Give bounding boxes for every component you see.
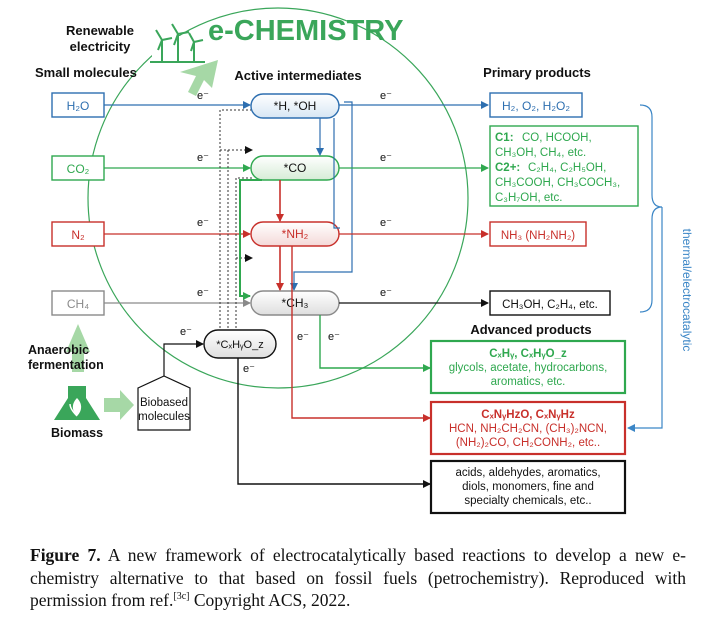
caption-reference: [3c] <box>173 591 190 602</box>
advanced-3-line1: acids, aldehydes, aromatics, <box>455 467 600 479</box>
thermal-bracket <box>627 104 663 432</box>
advanced-2-line1: HCN, NH₂CH₂CN, (CH₃)₂NCN, <box>449 423 607 435</box>
biobased-line1: Biobased <box>140 397 188 409</box>
intermediate-h-oh <box>250 93 340 119</box>
e-chemistry-diagram: Renewable electricity e-CHEMISTRY Small … <box>28 7 694 515</box>
intermediate-cxhyoz-label: *CₓHᵧO_z <box>216 339 264 351</box>
advanced-3-line2: diols, monomers, fine and <box>462 481 594 493</box>
electron-label-ch4: e⁻ <box>197 287 209 299</box>
e-chemistry-circle <box>87 7 469 389</box>
electron-label-p3: e⁻ <box>380 217 392 229</box>
biobased-line2: molecules <box>138 411 190 423</box>
advanced-2-title: CₓNᵧHzO, CₓNᵧHz <box>481 409 575 421</box>
co2-label: CO₂ <box>67 162 90 176</box>
c2-text: C₂H₄, C₂H₅OH, <box>528 162 606 174</box>
renewable-label-line2: electricity <box>70 39 131 54</box>
ch4-label: CH₄ <box>67 297 89 311</box>
n2-label: N₂ <box>71 228 85 242</box>
arrow-biobased-to-cxhyoz <box>163 340 204 376</box>
primary-product-ch3oh <box>489 290 611 316</box>
primary-product-c1-c2 <box>489 125 639 207</box>
primary-product-h2-o2-h2o2 <box>489 92 583 118</box>
biobased-molecules-box <box>137 375 191 431</box>
intermediate-nh2-label: *NH₂ <box>282 227 309 241</box>
intermediate-ch3-label: *CH₃ <box>282 296 309 310</box>
wind-turbines-icon <box>150 23 205 63</box>
right-arrow-icon <box>104 390 134 420</box>
c2-line3: C₃H₇OH, etc. <box>495 192 562 204</box>
arrow-h-to-nh2-blue <box>333 118 340 229</box>
advanced-1-title: CₓHᵧ, CₓHᵧO_z <box>489 348 567 360</box>
figure-caption: Figure 7. A new framework of electrocata… <box>30 544 686 612</box>
c2-line2: CH₃COOH, CH₃COCH₃, <box>495 177 620 189</box>
caption-text-1: A new framework of electrocatalytically … <box>30 545 686 610</box>
arrow-cxhyoz-to-a3 <box>237 358 431 488</box>
electron-label-n2: e⁻ <box>197 217 209 229</box>
c1-prefix: C1: <box>495 132 514 144</box>
anaerobic-line2: fermentation <box>28 358 104 372</box>
caption-text-2: Copyright ACS, 2022. <box>189 590 351 610</box>
page-title: e-CHEMISTRY <box>208 15 404 47</box>
arrow-co-to-ch3-green <box>239 179 262 300</box>
electron-label-a2: e⁻ <box>328 331 340 343</box>
dotted-connectors <box>219 109 253 330</box>
c2-prefix: C2+: <box>495 162 520 174</box>
arrow-nh2-to-a2 <box>291 246 431 422</box>
advanced-2-line2: (NH₂)₂CO, CH₂CONH₂, etc.. <box>456 437 600 449</box>
c1-text: CO, HCOOH, <box>522 132 592 144</box>
primary-product-nh3 <box>489 221 587 247</box>
h2o-box <box>51 92 105 118</box>
primary-product-1-text: H₂, O₂, H₂O₂ <box>502 99 570 113</box>
figure-label: Figure 7. <box>30 545 101 565</box>
electron-label-p4: e⁻ <box>380 287 392 299</box>
electron-label-a1: e⁻ <box>297 331 309 343</box>
advanced-products-heading: Advanced products <box>470 322 591 337</box>
thermal-electrocatalytic-label: thermal/electrocatalytic <box>680 229 694 352</box>
biomass-label: Biomass <box>51 426 103 440</box>
small-molecules-heading: Small molecules <box>35 65 137 80</box>
anaerobic-line1: Anaerobic <box>28 343 89 357</box>
advanced-1-line2: aromatics, etc. <box>491 376 566 388</box>
c1-line2: CH₃OH, CH₄, etc. <box>495 147 586 159</box>
h2o-label: H₂O <box>67 99 90 113</box>
advanced-1-line1: glycols, acetate, hydrocarbons, <box>449 362 608 374</box>
advanced-3-line3: specialty chemicals, etc.. <box>464 495 591 507</box>
renewable-label-line1: Renewable <box>66 23 134 38</box>
electron-label-p1: e⁻ <box>380 90 392 102</box>
primary-product-3-text: NH₃ (NH₂NH₂) <box>501 230 575 242</box>
intermediate-h-oh-label: *H, *OH <box>274 99 317 113</box>
primary-products-heading: Primary products <box>483 65 591 80</box>
electron-label-co2: e⁻ <box>197 152 209 164</box>
n2-box <box>51 221 105 247</box>
arrow-h-to-ch3-blue <box>290 101 353 291</box>
biomass-flask-icon <box>54 386 100 420</box>
active-intermediates-heading: Active intermediates <box>234 68 361 83</box>
arrow-co-to-a1 <box>319 315 431 372</box>
up-arrow-icon <box>66 324 90 372</box>
primary-product-4-text: CH₃OH, C₂H₄, etc. <box>502 299 598 311</box>
advanced-product-chemicals <box>429 459 627 515</box>
electron-label-p2: e⁻ <box>380 152 392 164</box>
renewable-arrow-icon <box>180 60 218 96</box>
electron-label-cxhyoz: e⁻ <box>180 326 192 338</box>
advanced-product-hydrocarbons <box>429 339 627 395</box>
intermediate-co-label: *CO <box>284 161 307 175</box>
electron-label-h2o: e⁻ <box>197 90 209 102</box>
advanced-product-nitrogen <box>429 400 627 456</box>
ch4-box <box>51 290 105 316</box>
intermediate-cxhyoz <box>203 329 277 359</box>
electron-label-a3: e⁻ <box>243 363 255 375</box>
